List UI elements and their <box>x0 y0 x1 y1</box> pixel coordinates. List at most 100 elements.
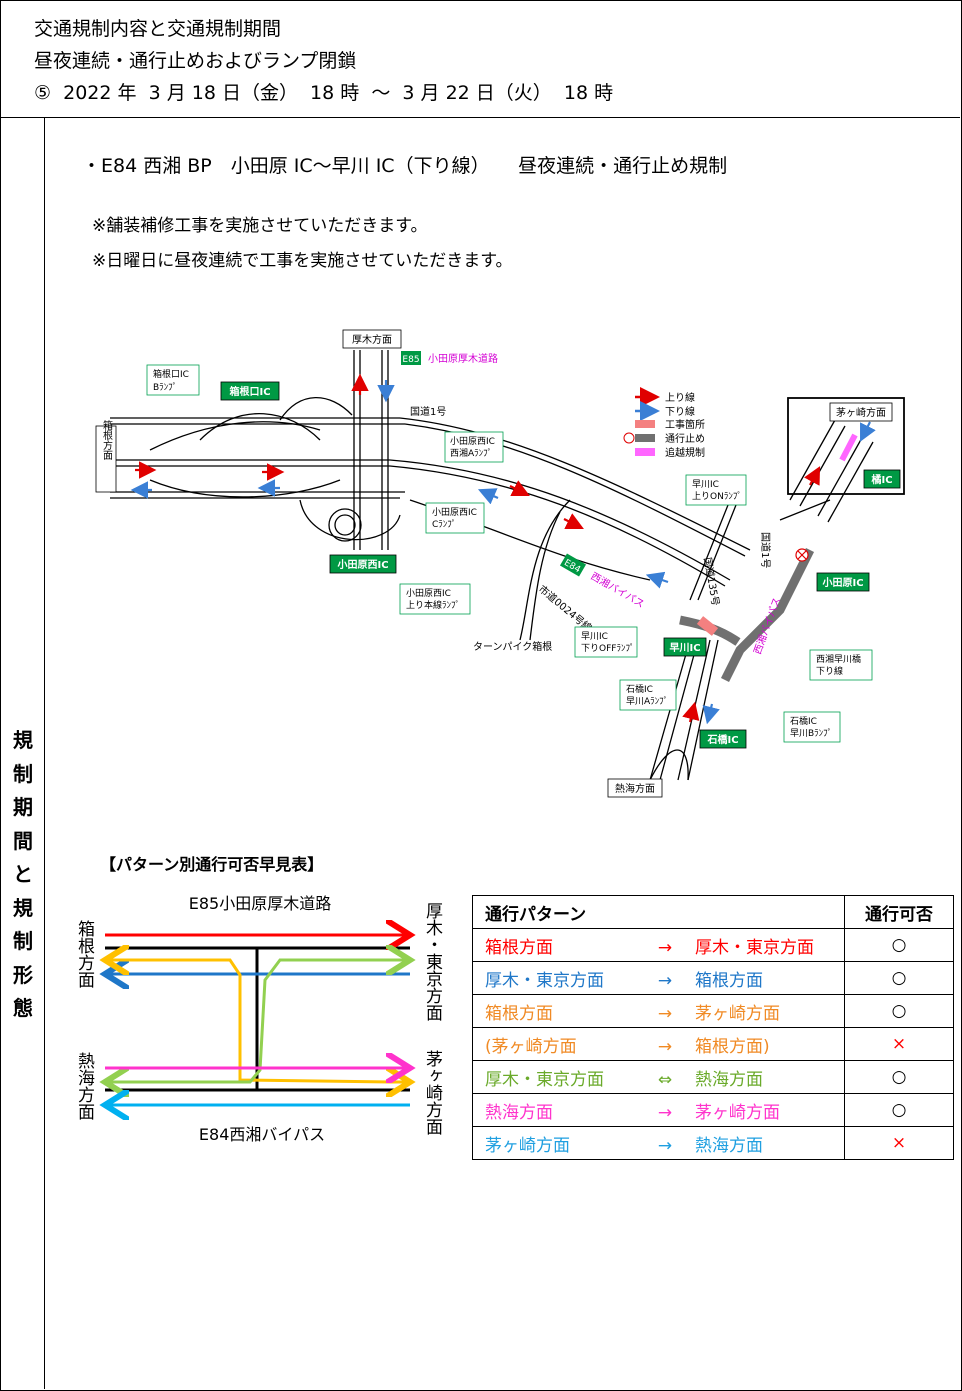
pattern-table: 通行パターン 通行可否 箱根方面→厚木・東京方面○厚木・東京方面→箱根方面○箱根… <box>472 895 954 1160</box>
pattern-arrow: → <box>657 1102 673 1123</box>
pattern-to: 熱海方面 <box>695 1069 763 1090</box>
ishibashi-a-2: 早川Aﾗﾝﾌﾟ <box>626 696 668 707</box>
right-top-label: 厚木・東京方面 <box>422 902 443 1021</box>
pattern-arrow: → <box>657 1003 673 1024</box>
ishibashi-b-2: 早川Bﾗﾝﾌﾟ <box>790 728 832 739</box>
table-cell-ok: × <box>844 1027 954 1061</box>
hakoneguchi-b-1: 箱根口IC <box>153 368 189 380</box>
work-spot <box>696 616 719 636</box>
note-1: ※舗装補修工事を実施させていただきます。 <box>92 216 428 236</box>
pattern-to: 箱根方面 <box>695 970 763 991</box>
table-header-ok: 通行可否 <box>844 895 954 929</box>
pattern-from: 厚木・東京方面 <box>485 970 604 991</box>
table-header-pattern: 通行パターン <box>472 895 845 929</box>
pattern-from: 茅ヶ崎方面 <box>485 1135 570 1156</box>
table-cell-pattern: 茅ヶ崎方面→熱海方面 <box>472 1126 845 1160</box>
table-cell-pattern: 厚木・東京方面 → 箱根方面 <box>472 961 845 995</box>
table-row: 箱根方面 → 茅ヶ崎方面 ○ <box>472 994 954 1028</box>
route1-label: 国道1号 <box>410 405 446 418</box>
hayakawa-off-1: 早川IC <box>581 631 608 642</box>
odawaranishi-a-1: 小田原西IC <box>450 436 495 447</box>
legend-work: 工事箇所 <box>665 418 705 431</box>
seisho-bypass-label: 西湘バイパス <box>589 569 647 610</box>
legend-overtake: 追越規制 <box>665 446 705 459</box>
hakoneguchi-ic: 箱根口IC <box>229 385 270 398</box>
table-cell-pattern: (茅ヶ崎方面 → 箱根方面) <box>472 1027 845 1061</box>
table-cell-pattern: 熱海方面 → 茅ヶ崎方面 <box>472 1093 845 1127</box>
legend-closed: 通行止め <box>665 432 705 445</box>
pattern-to: 茅ヶ崎方面 <box>695 1102 780 1123</box>
turnpike-label: ターンパイク箱根 <box>473 640 552 653</box>
table-row: (茅ヶ崎方面 → 箱根方面) × <box>472 1027 954 1061</box>
direction-arrows <box>130 373 876 725</box>
e85-road <box>110 350 874 781</box>
ishibashi-b-1: 石橋IC <box>790 715 817 727</box>
pattern-title: 【パターン別通行可否早見表】 <box>100 855 324 874</box>
odawara-ic: 小田原IC <box>821 576 863 589</box>
odawaranishi-c-2: Cﾗﾝﾌﾟ <box>432 519 456 530</box>
pattern-from: 箱根方面 <box>485 1003 553 1024</box>
seisho-bridge-1: 西湘早川橋 <box>816 653 861 665</box>
pattern-arrow: → <box>657 1036 673 1057</box>
odawaranishi-main-1: 小田原西IC <box>406 588 451 599</box>
left-bottom-label: 熱海方面 <box>74 1052 95 1120</box>
header-title: 交通規制内容と交通規制期間 <box>34 18 282 40</box>
left-top-label: 箱根方面 <box>74 920 95 988</box>
legend-down: 下り線 <box>665 405 695 418</box>
map-legend: 上り線 下り線 工事箇所 通行止め 追越規制 <box>623 387 705 459</box>
sidebar-label: 規制期間と規制形態 <box>13 728 33 1020</box>
closure-symbol <box>795 548 809 562</box>
table-cell-ok: ○ <box>844 1060 954 1094</box>
seisho-bypass-label-2: 西湘バイパス <box>751 595 784 656</box>
atami-dir-label: 熱海方面 <box>615 782 655 795</box>
pattern-arrow: → <box>657 937 673 958</box>
table-row: 厚木・東京方面→箱根方面○ <box>472 961 954 995</box>
table-cell-ok: ○ <box>844 994 954 1028</box>
ishibashi-a-1: 石橋IC <box>626 683 653 695</box>
road-map: 厚木方面 E85 小田原厚木道路 箱根口IC Bﾗﾝﾌﾟ 箱根口IC 国道1号 … <box>95 329 905 798</box>
hayakawa-ic: 早川IC <box>669 642 700 654</box>
route-green <box>105 960 410 1084</box>
table-row: 熱海方面 → 茅ヶ崎方面 ○ <box>472 1093 954 1127</box>
city-road-label: 市道0024号線 <box>536 582 594 634</box>
right-bottom-label: 茅ヶ崎方面 <box>422 1050 443 1135</box>
header: 交通規制内容と交通規制期間 昼夜連続・通行止めおよびランプ閉鎖 ⑤ 2022 年… <box>0 0 960 118</box>
pattern-from: 熱海方面 <box>485 1102 553 1123</box>
sidebar: 規制期間と規制形態 <box>0 118 45 1389</box>
table-cell-ok: ○ <box>844 928 954 962</box>
pattern-to: 箱根方面) <box>695 1036 770 1057</box>
overtake-zone <box>839 433 858 462</box>
note-2: ※日曜日に昼夜連続で工事を実施させていただきます。 <box>92 251 513 271</box>
hayakawa-on-1: 早川IC <box>692 479 719 490</box>
hakone-dir-label: 箱根方面 <box>101 419 113 461</box>
pattern-from: 厚木・東京方面 <box>485 1069 604 1090</box>
table-cell-ok: × <box>844 1126 954 1160</box>
table-cell-ok: ○ <box>844 1093 954 1127</box>
ishibashi-ic: 石橋IC <box>706 733 738 746</box>
table-cell-pattern: 厚木・東京方面 ⇔ 熱海方面 <box>472 1060 845 1094</box>
hakoneguchi-b-2: Bﾗﾝﾌﾟ <box>153 382 177 393</box>
e85-tag: E85 <box>402 355 419 365</box>
inset-box <box>787 397 905 495</box>
pattern-to: 茅ヶ崎方面 <box>695 1003 780 1024</box>
pattern-arrow: ⇔ <box>657 1069 673 1090</box>
pattern-arrow: → <box>657 970 673 991</box>
pattern-to: 熱海方面 <box>695 1135 763 1156</box>
table-row: 茅ヶ崎方面→熱海方面× <box>472 1126 954 1160</box>
route135-label: 国道135号 <box>701 556 722 607</box>
table-cell-pattern: 箱根方面 → 茅ヶ崎方面 <box>472 994 845 1028</box>
pattern-to: 厚木・東京方面 <box>695 937 814 958</box>
pattern-from: (茅ヶ崎方面 <box>485 1036 577 1057</box>
e84-label: E84西湘バイパス <box>199 1125 325 1144</box>
pattern-diagram: E85小田原厚木道路 E84西湘バイパス 箱根方面 熱海方面 厚木・東京方面 茅… <box>74 894 443 1144</box>
hayakawa-on-2: 上りONﾗﾝﾌﾟ <box>692 491 742 502</box>
odawaranishi-ic: 小田原西IC <box>336 558 388 571</box>
odawaranishi-main-2: 上り本線ﾗﾝﾌﾟ <box>406 599 460 611</box>
chigasaki-dir-label: 茅ヶ崎方面 <box>836 406 886 419</box>
legend-up: 上り線 <box>665 391 695 404</box>
seisho-bridge-2: 下り線 <box>816 665 843 677</box>
odawaranishi-c-1: 小田原西IC <box>432 507 477 518</box>
atsugi-dir-label: 厚木方面 <box>352 333 392 346</box>
table-row: 厚木・東京方面 ⇔ 熱海方面 ○ <box>472 1060 954 1094</box>
e85-label: E85小田原厚木道路 <box>189 894 331 913</box>
